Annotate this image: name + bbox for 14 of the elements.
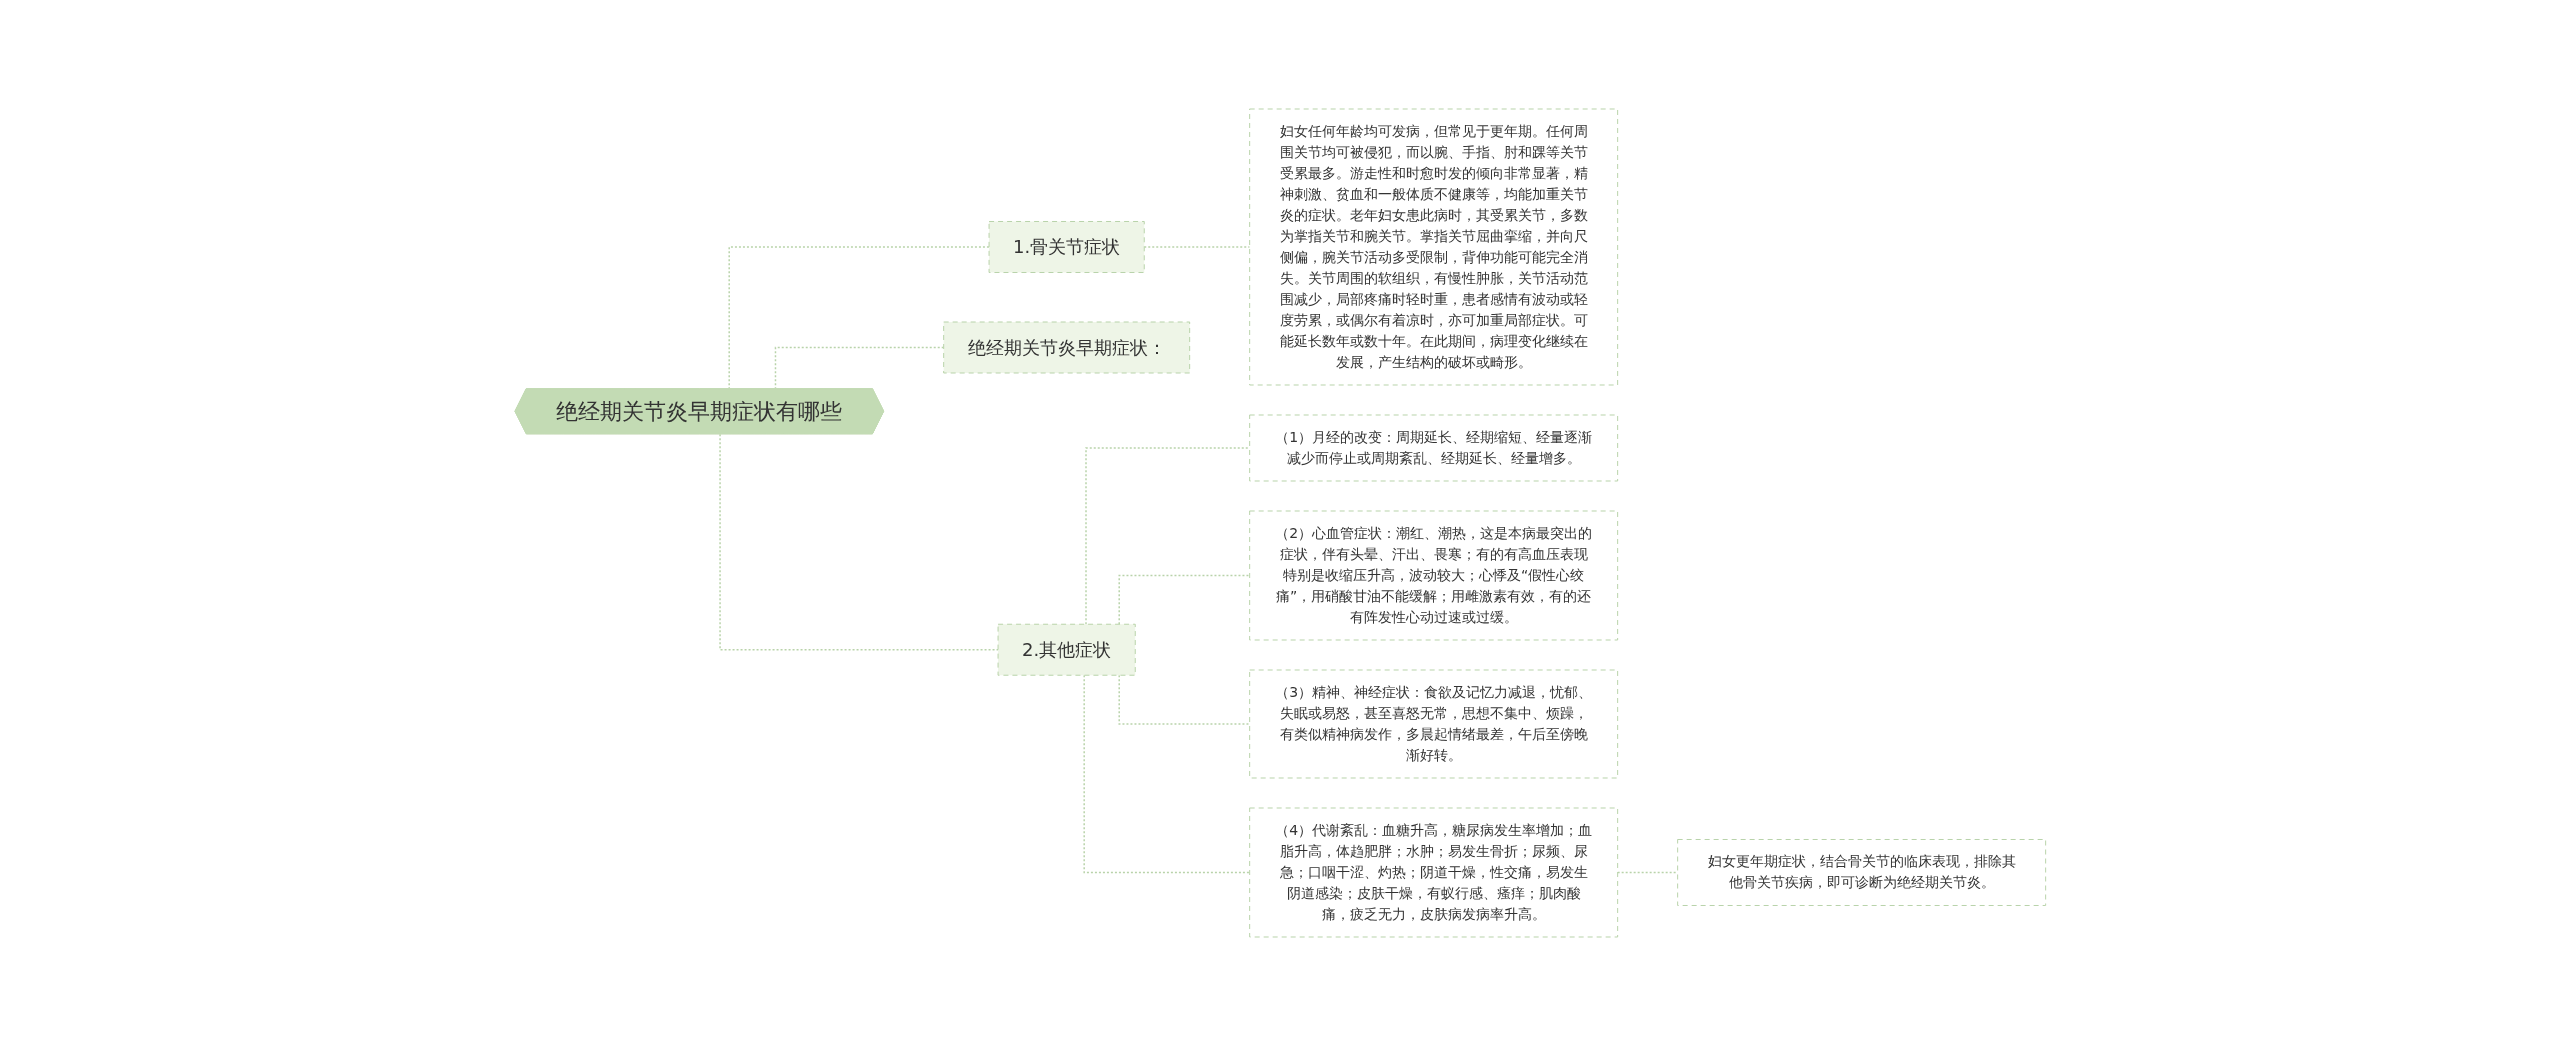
connector [1118,574,1251,625]
node-box: （2）心血管症状：潮红、潮热，这是本病最突出的症状，伴有头晕、汗出、畏寒；有的有高血压表现特别是收缩压升高，波动较大；心悸及“假性心绞痛”，用硝酸甘油不能缓解；用雌激素有效，有的还有阵发性心动过速或过缓。 [1248,510,1618,641]
connector [1084,447,1251,625]
node-box: 妇女任何年龄均可发病，但常见于更年期。任何周围关节均可被侵犯，而以腕、手指、肘和踝等关节受累最多。游走性和时愈时发的倾向非常显著，精神刺激、贫血和一般体质不健康等，均能加重关节炎的症状。老年妇女患此病时，其受累关节，多数为掌指关节和腕关节。掌指关节屈曲挛缩，并向尺侧偏，腕关节活动多受限制，背伸功能可能完全消失。关节周围的软组织，有慢性肿胀，关节活动范围减少，局部疼痛时轻时重，患者感情有波动或轻度劳累，或偶尔有着凉时，亦可加重局部症状。可能延长数年或数十年。在此期间，病理变化继续在发展，产生结构的破坏或畸形。 [1248,108,1618,386]
node-box: （3）精神、神经症状：食欲及记忆力减退，忧郁、失眠或易怒，甚至喜怒无常，思想不集中、烦躁，有类似精神病发作，多晨起情绪最差，午后至傍晚渐好转。 [1248,669,1618,779]
node-box: （4）代谢紊乱：血糖升高，糖尿病发生率增加；血脂升高，体趋肥胖；水肿；易发生骨折；尿频、尿急；口咽干涩、灼热；阴道干燥，性交痛，易发生阴道感染；皮肤干燥，有蚁行感、瘙痒；肌肉酸痛，疲乏无力，皮肤病发病率升高。 [1248,807,1618,938]
node-box: （1）月经的改变：周期延长、经期缩短、经量逐渐减少而停止或周期紊乱、经期延长、经量增多。 [1248,414,1618,482]
connector [1118,674,1251,725]
node-box: 2.其他症状 [997,623,1136,676]
node-box: 妇女更年期症状，结合骨关节的临床表现，排除其他骨关节疾病，即可诊断为绝经期关节炎。 [1676,839,2046,906]
connector [1616,871,1679,874]
node-box: 绝经期关节炎早期症状： [942,321,1190,374]
connector [1083,674,1251,874]
node-box: 1.骨关节症状 [988,221,1145,273]
